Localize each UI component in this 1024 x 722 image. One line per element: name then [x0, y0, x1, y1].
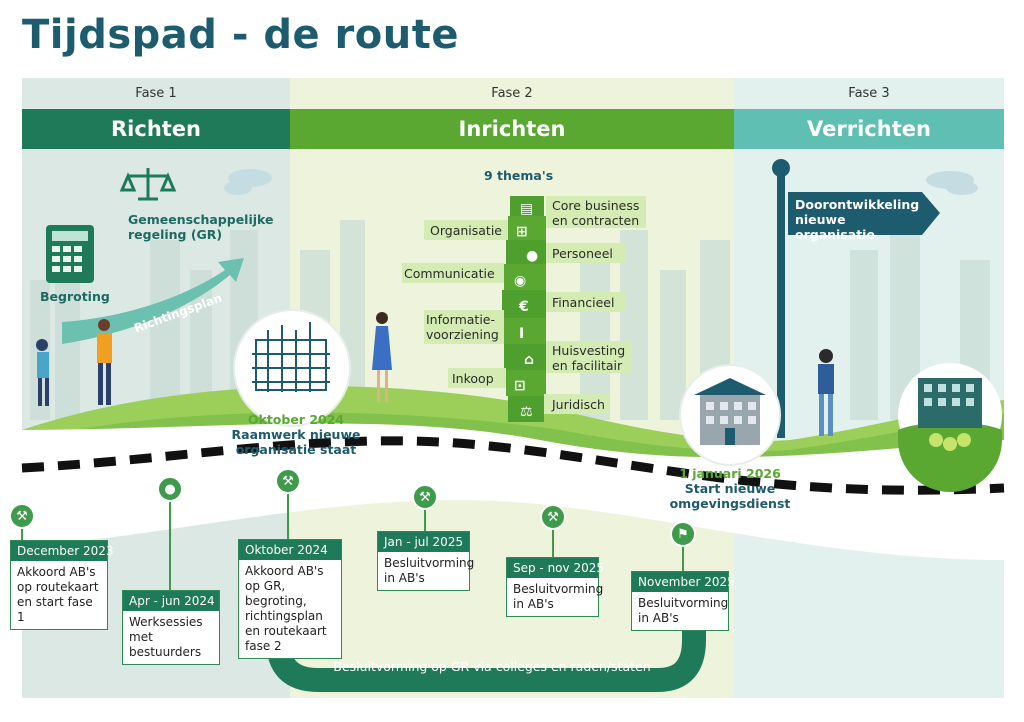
theme-organisatie: Organisatie: [430, 223, 502, 238]
hammer-icon: ⚒: [540, 504, 566, 530]
theme-communicatie: Communicatie: [404, 266, 495, 281]
hammer-icon: ⚒: [9, 503, 35, 529]
milestone-januari-text: Start nieuwe omgevingsdienst: [669, 481, 791, 511]
phase-2-band: Inrichten: [290, 109, 734, 149]
phase-3-label: Fase 3: [848, 86, 890, 101]
card-sep-nov-2025: Sep - nov 2025 Besluitvorming in AB's: [506, 557, 604, 617]
theme-juridisch: Juridisch: [552, 397, 605, 412]
doorontwikkeling-label: Doorontwikkeling nieuwe organisatie: [795, 197, 920, 242]
phase-1-band: Richten: [22, 109, 290, 149]
theme-financieel: Financieel: [552, 295, 615, 310]
phase-2-label: Fase 2: [491, 86, 533, 101]
cart-icon: ⊡: [514, 378, 526, 394]
page-title: Tijdspad - de route: [22, 12, 459, 58]
gr-label: Gemeenschappelijke regeling (GR): [128, 212, 274, 242]
flag-icon: ⚑: [670, 521, 696, 547]
card-body: Akkoord AB's op GR, begroting, richtings…: [245, 564, 327, 653]
card-header: December 2023: [11, 541, 114, 561]
card-header: Sep - nov 2025: [507, 558, 604, 578]
scale-icon: ⚖: [520, 404, 533, 420]
org-chart-icon: ⊞: [516, 224, 528, 240]
card-apr-jun-2024: Apr - jun 2024 Werksessies met bestuurde…: [122, 590, 220, 665]
milestone-oktober: Oktober 2024 Raamwerk nieuwe organisatie…: [226, 412, 366, 457]
card-header: November 2025: [632, 572, 735, 592]
milestone-januari: 1 januari 2026 Start nieuwe omgevingsdie…: [660, 466, 800, 511]
house-icon: ⌂: [524, 352, 534, 368]
milestone-oktober-text: Raamwerk nieuwe organisatie staat: [231, 427, 361, 457]
card-body: Besluitvorming in AB's: [513, 582, 604, 611]
card-oktober-2024: Oktober 2024 Akkoord AB's op GR, begroti…: [238, 539, 342, 659]
person-icon: ●: [526, 248, 538, 264]
chat-icon: ◉: [514, 273, 526, 289]
card-body: Besluitvorming in AB's: [384, 556, 475, 585]
themes-title: 9 thema's: [484, 168, 554, 183]
card-body: Akkoord AB's op routekaart en start fase…: [17, 565, 99, 624]
phase-3-band: Verrichten: [734, 109, 1004, 149]
hammer-icon: ⚒: [412, 484, 438, 510]
card-body: Besluitvorming in AB's: [638, 596, 729, 625]
milestone-oktober-date: Oktober 2024: [247, 412, 345, 427]
theme-core-business: Core business en contracten: [552, 198, 640, 228]
phase-1-label: Fase 1: [135, 86, 177, 101]
document-icon: ▤: [520, 201, 533, 217]
begroting-label: Begroting: [40, 289, 110, 304]
theme-inkoop: Inkoop: [452, 371, 494, 386]
card-jan-jul-2025: Jan - jul 2025 Besluitvorming in AB's: [377, 531, 475, 591]
bottom-bar-label: Besluitvorming op GR via colleges en rad…: [333, 659, 651, 674]
theme-informatievoorziening: Informatie-voorziening: [426, 312, 499, 342]
hammer-icon: ⚒: [275, 468, 301, 494]
theme-huisvesting: Huisvesting en facilitair: [552, 343, 626, 373]
people-icon: ●: [157, 476, 183, 502]
card-november-2025: November 2025 Besluitvorming in AB's: [631, 571, 735, 631]
card-december-2023: December 2023 Akkoord AB's op routekaart…: [10, 540, 114, 630]
info-icon: I: [519, 326, 524, 342]
card-header: Jan - jul 2025: [378, 532, 469, 552]
euro-icon: €: [518, 299, 529, 315]
card-header: Oktober 2024: [239, 540, 341, 560]
card-body: Werksessies met bestuurders: [129, 615, 203, 659]
theme-personeel: Personeel: [552, 246, 613, 261]
milestone-januari-date: 1 januari 2026: [679, 466, 781, 481]
card-header: Apr - jun 2024: [123, 591, 219, 611]
